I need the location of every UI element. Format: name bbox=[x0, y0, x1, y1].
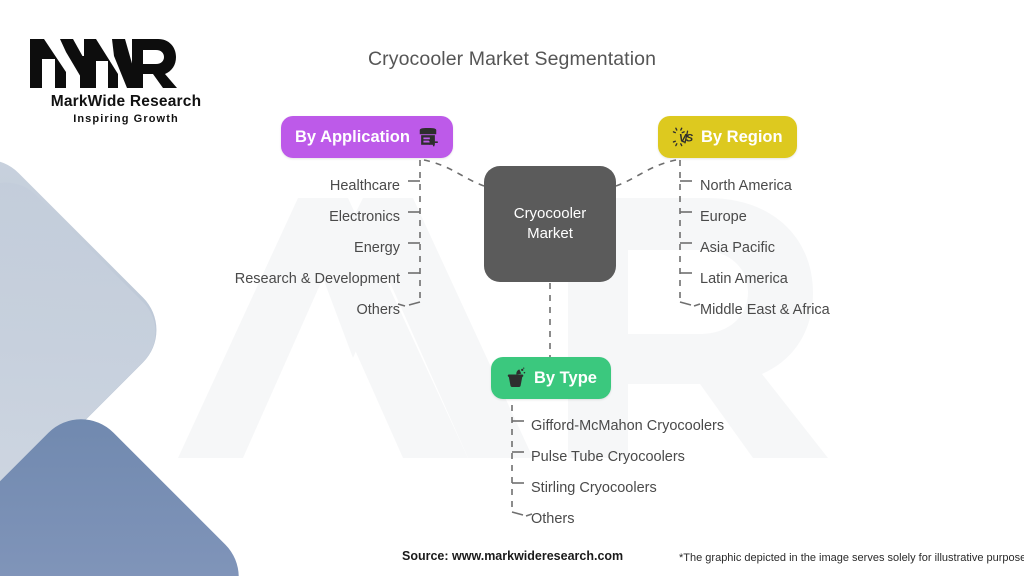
decorative-square-dark bbox=[0, 400, 258, 576]
list-item: Stirling Cryocoolers bbox=[531, 479, 657, 496]
center-node: Cryocooler Market bbox=[484, 166, 616, 282]
brand-logo: MarkWide Research Inspiring Growth bbox=[26, 34, 226, 125]
branch-items-application: Healthcare Electronics Energy Research &… bbox=[0, 170, 400, 325]
brand-name: MarkWide Research bbox=[50, 93, 202, 110]
connector-application bbox=[423, 159, 485, 187]
list-item: Others bbox=[531, 510, 575, 527]
list-item: Middle East & Africa bbox=[700, 301, 830, 318]
center-node-line2: Market bbox=[527, 225, 573, 242]
disclaimer-note: *The graphic depicted in the image serve… bbox=[679, 552, 1024, 564]
list-item: Others bbox=[356, 301, 400, 318]
page-title: Cryocooler Market Segmentation bbox=[367, 48, 657, 70]
svg-text:V: V bbox=[679, 133, 688, 145]
list-item: Pulse Tube Cryocoolers bbox=[531, 448, 685, 465]
brand-tagline: Inspiring Growth bbox=[73, 113, 179, 125]
branch-items-type: Gifford-McMahon Cryocoolers Pulse Tube C… bbox=[531, 410, 724, 534]
mwr-logo-mark bbox=[30, 39, 177, 88]
list-item: Research & Development bbox=[234, 270, 400, 287]
branch-label-region: By Region bbox=[701, 127, 783, 146]
list-item: Healthcare bbox=[329, 177, 400, 194]
list-item: Energy bbox=[354, 239, 400, 256]
branch-badge-region[interactable]: V S By Region bbox=[658, 116, 797, 158]
center-node-line1: Cryocooler bbox=[513, 205, 587, 222]
branch-badge-application[interactable]: By Application bbox=[281, 116, 453, 158]
ice-bucket-icon bbox=[505, 367, 527, 389]
list-item: Electronics bbox=[329, 208, 400, 225]
connector-region bbox=[615, 159, 677, 187]
branch-label-type: By Type bbox=[534, 368, 597, 387]
versus-icon: V S bbox=[672, 126, 694, 148]
list-item: Latin America bbox=[700, 270, 788, 287]
list-item: Gifford-McMahon Cryocoolers bbox=[531, 417, 725, 434]
list-item: Asia Pacific bbox=[700, 239, 775, 256]
source-label: Source: www.markwideresearch.com bbox=[402, 549, 624, 563]
list-item: Europe bbox=[700, 208, 747, 225]
branch-label-application: By Application bbox=[295, 127, 410, 146]
branch-items-region: North America Europe Asia Pacific Latin … bbox=[700, 170, 830, 325]
branch-badge-type[interactable]: By Type bbox=[491, 357, 611, 399]
factory-icon bbox=[417, 126, 439, 148]
list-item: North America bbox=[700, 177, 792, 194]
svg-text:S: S bbox=[686, 133, 694, 145]
